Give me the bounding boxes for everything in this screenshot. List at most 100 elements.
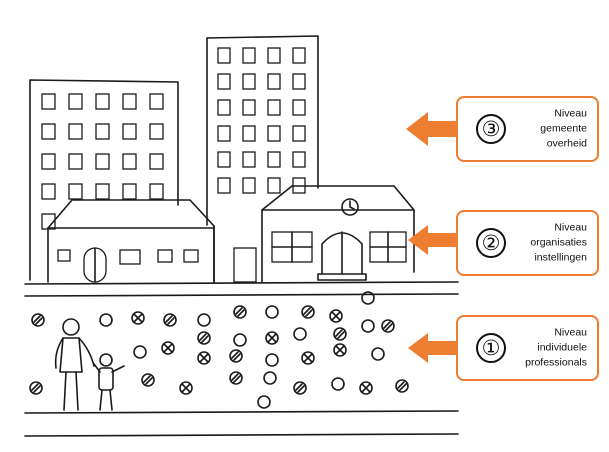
person-dot	[301, 305, 315, 319]
person-dot	[265, 305, 279, 319]
level-number-1: ①	[476, 333, 506, 363]
building-window	[122, 153, 137, 170]
person-dot	[197, 351, 211, 365]
person-dot	[329, 309, 343, 323]
person-dot	[141, 373, 155, 387]
tower-window	[267, 151, 281, 168]
child-figure	[93, 353, 125, 411]
tower-window	[267, 177, 281, 194]
town-hall	[261, 185, 415, 283]
person-dot	[395, 379, 409, 393]
building-window	[122, 183, 137, 200]
tower-window	[292, 99, 306, 116]
tower-window	[242, 125, 256, 142]
level-box-2: ② Niveau organisaties instellingen	[456, 210, 599, 276]
person-dot	[361, 319, 375, 333]
person-dot	[331, 377, 345, 391]
tower-entrance	[213, 225, 257, 283]
level-number-2: ②	[476, 228, 506, 258]
level-label-2: Niveau organisaties instellingen	[530, 221, 587, 264]
person-dot	[163, 313, 177, 327]
building-window	[41, 183, 56, 200]
tower-window	[242, 177, 256, 194]
building-window	[41, 93, 56, 110]
tower-window	[242, 73, 256, 90]
person-dot	[293, 381, 307, 395]
person-dot	[229, 371, 243, 385]
crowd-of-people	[29, 291, 409, 409]
level-label-3: Niveau gemeente overheid	[540, 107, 587, 150]
person-dot	[361, 291, 375, 305]
person-dot	[133, 345, 147, 359]
person-dot	[257, 395, 271, 409]
building-window	[41, 153, 56, 170]
tower-window	[292, 47, 306, 64]
building-window	[68, 153, 83, 170]
person-dot	[197, 313, 211, 327]
level-box-3: ③ Niveau gemeente overheid	[456, 96, 599, 162]
person-dot	[233, 305, 247, 319]
tower-window	[242, 47, 256, 64]
building-window	[149, 93, 164, 110]
person-dot	[371, 347, 385, 361]
person-dot	[265, 331, 279, 345]
person-dot	[131, 311, 145, 325]
tower-window	[242, 151, 256, 168]
person-dot	[229, 349, 243, 363]
tower-building	[206, 35, 319, 226]
tower-window	[292, 73, 306, 90]
building-window	[41, 123, 56, 140]
person-dot	[197, 331, 211, 345]
tower-window	[217, 47, 231, 64]
building-window	[68, 183, 83, 200]
tower-window	[217, 73, 231, 90]
person-dot	[31, 313, 45, 327]
building-window	[95, 153, 110, 170]
building-window	[149, 123, 164, 140]
tower-window	[292, 151, 306, 168]
office-building-left	[29, 79, 179, 281]
building-window	[95, 123, 110, 140]
tower-window	[217, 177, 231, 194]
tower-window	[217, 99, 231, 116]
tower-window	[242, 99, 256, 116]
level-label-1: Niveau individuele professionals	[525, 326, 587, 369]
person-dot	[179, 381, 193, 395]
person-dot	[99, 313, 113, 327]
person-dot	[161, 341, 175, 355]
tower-window	[267, 99, 281, 116]
tower-window	[292, 125, 306, 142]
tower-window	[267, 47, 281, 64]
person-dot	[301, 351, 315, 365]
tower-window	[217, 125, 231, 142]
building-window	[95, 183, 110, 200]
arrow-level-3	[406, 112, 456, 146]
building-window	[122, 93, 137, 110]
tower-window	[267, 125, 281, 142]
person-dot	[265, 353, 279, 367]
adult-figure	[54, 318, 95, 411]
person-dot	[359, 381, 373, 395]
person-dot	[293, 327, 307, 341]
building-window	[122, 123, 137, 140]
person-dot	[333, 343, 347, 357]
person-dot	[381, 319, 395, 333]
street	[24, 281, 459, 437]
arrow-level-1	[408, 333, 456, 363]
person-dot	[233, 333, 247, 347]
level-box-1: ① Niveau individuele professionals	[456, 315, 599, 381]
building-window	[68, 123, 83, 140]
tower-window	[267, 73, 281, 90]
arrow-level-2	[408, 225, 456, 255]
person-dot	[333, 327, 347, 341]
person-dot	[263, 371, 277, 385]
low-building	[47, 199, 215, 283]
building-window	[149, 183, 164, 200]
person-dot	[29, 381, 43, 395]
building-window	[68, 93, 83, 110]
building-window	[149, 153, 164, 170]
tower-window	[217, 151, 231, 168]
level-number-3: ③	[476, 114, 506, 144]
building-window	[95, 93, 110, 110]
